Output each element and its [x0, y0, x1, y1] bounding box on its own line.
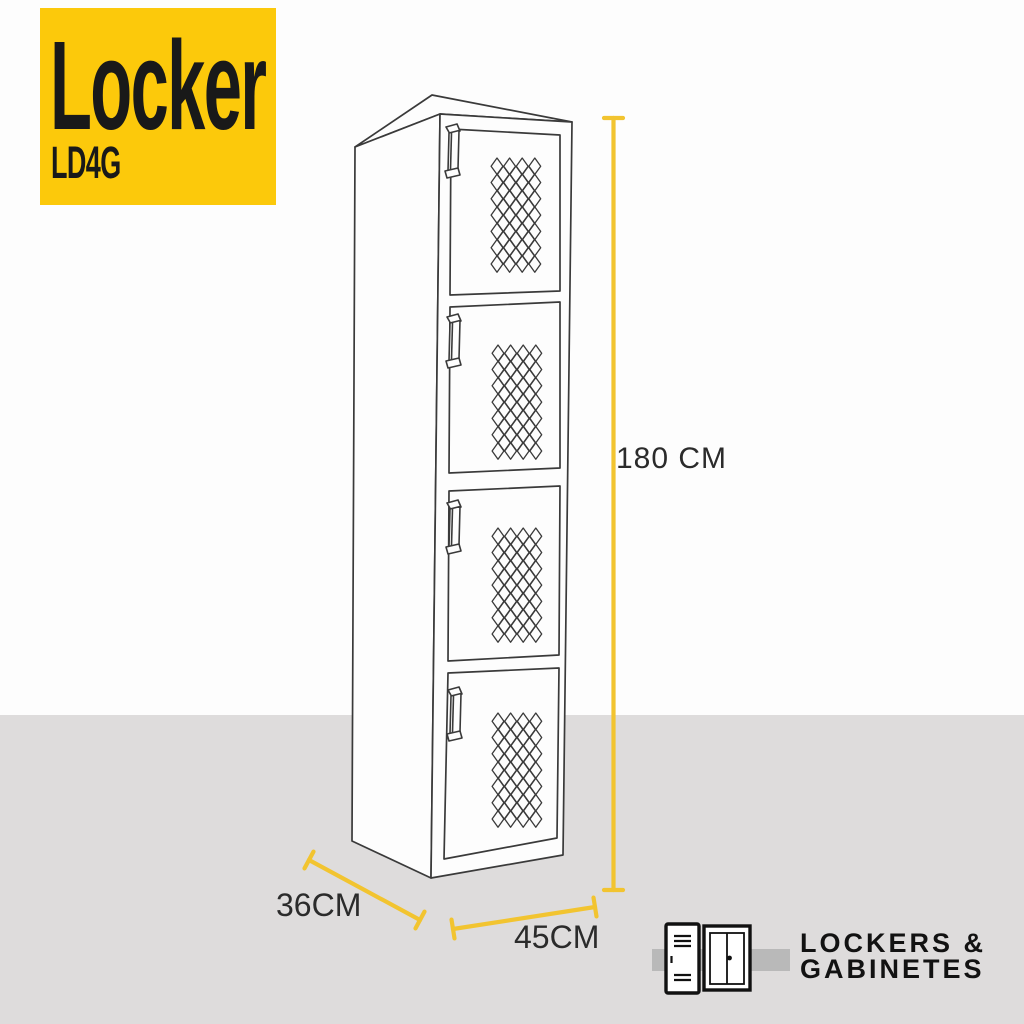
- height-dimension-line: [601, 115, 626, 893]
- brand-box: Locker LD4G: [40, 8, 276, 205]
- cabinet-icon: [702, 924, 752, 992]
- locker-door-4: [443, 667, 560, 860]
- door-handle-icons: [444, 123, 463, 742]
- depth-dimension-label: 36CM: [276, 887, 362, 923]
- small-locker-icon: [664, 922, 701, 995]
- footer-logo: LOCKERS & GABINETES: [645, 900, 1015, 1010]
- footer-logo-line2: GABINETES: [800, 954, 985, 984]
- width-dimension-label: 45CM: [514, 919, 600, 955]
- locker-door-2: [448, 301, 561, 474]
- lockers-gabinetes-icon: [652, 922, 790, 995]
- footer-logo-line1: LOCKERS &: [800, 928, 987, 958]
- width-dimension-line: [449, 895, 599, 941]
- locker-doors: [443, 128, 561, 860]
- height-dimension-label: 180 CM: [616, 442, 728, 475]
- brand-name: Locker: [50, 15, 267, 156]
- locker-side-panel: [351, 113, 441, 879]
- locker-door-3: [447, 485, 561, 662]
- depth-dimension-line: [302, 849, 427, 931]
- vent-pattern-icons: [490, 157, 543, 828]
- footer-logo-text: LOCKERS & GABINETES: [800, 928, 987, 984]
- brand-model: LD4G: [51, 137, 121, 188]
